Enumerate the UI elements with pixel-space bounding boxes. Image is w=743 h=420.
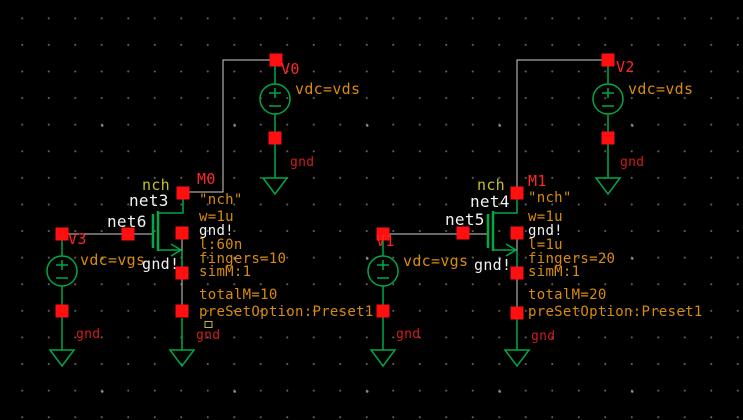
pin-gnd-m0[interactable] xyxy=(175,304,189,318)
net-label-net5[interactable]: net5 xyxy=(445,210,485,229)
instance-label-m1[interactable]: M1 xyxy=(528,172,547,190)
ground-triangle-icon xyxy=(503,349,531,368)
param-preset-m0[interactable]: preSetOption:Preset1 xyxy=(199,304,374,320)
pin-v3-plus[interactable] xyxy=(55,227,69,241)
param-l-m0[interactable]: l:60n xyxy=(199,237,243,253)
vsource-v2-symbol[interactable] xyxy=(592,66,624,132)
param-simm-m1[interactable]: simM:1 xyxy=(528,264,581,280)
plus-icon xyxy=(269,88,281,98)
pin-v3-minus[interactable] xyxy=(55,304,69,318)
model-label-m1[interactable]: nch xyxy=(477,176,505,194)
model-quoted-m1[interactable]: "nch" xyxy=(528,190,572,206)
ground-triangle-icon xyxy=(261,177,289,196)
ground-triangle-icon xyxy=(594,177,622,196)
gnd-label-v1[interactable]: gnd xyxy=(396,327,421,342)
pin-v1-minus[interactable] xyxy=(376,304,390,318)
vsource-v1-symbol[interactable] xyxy=(367,240,399,305)
instance-label-v3[interactable]: V3 xyxy=(68,230,87,248)
ground-symbol-v2[interactable] xyxy=(594,144,622,196)
pin-m0-gate[interactable] xyxy=(121,227,135,241)
net-label-net6[interactable]: net6 xyxy=(107,212,147,231)
pin-m0-bulk[interactable] xyxy=(175,226,189,240)
wire-v0-to-m0-drain[interactable] xyxy=(189,59,276,193)
ground-triangle-icon xyxy=(168,349,196,368)
net-label-net4[interactable]: net4 xyxy=(470,192,510,211)
pin-gnd-m1[interactable] xyxy=(510,306,524,320)
param-simm-m0[interactable]: simM:1 xyxy=(199,264,252,280)
plus-icon xyxy=(56,260,68,270)
pin-m0-drain[interactable] xyxy=(176,186,190,200)
gnd-label-m1[interactable]: gnd xyxy=(531,329,556,344)
origin-marker xyxy=(204,321,213,328)
pin-v0-minus[interactable] xyxy=(268,131,282,145)
pin-v1-plus[interactable] xyxy=(376,227,390,241)
vsource-v0-symbol[interactable] xyxy=(259,66,291,132)
ground-symbol-v3[interactable] xyxy=(48,317,76,368)
param-l-m1[interactable]: l=1u xyxy=(528,237,563,253)
ground-symbol-v0[interactable] xyxy=(261,144,289,196)
ground-symbol-m0[interactable] xyxy=(168,318,196,368)
nmos-m1-symbol[interactable] xyxy=(486,199,518,266)
pin-v2-minus[interactable] xyxy=(601,131,615,145)
pins xyxy=(55,53,615,320)
plus-icon xyxy=(377,260,389,270)
net-label-net3[interactable]: net3 xyxy=(129,191,169,210)
instance-label-v0[interactable]: V0 xyxy=(281,60,300,78)
param-label-v3[interactable]: vdc=vgs xyxy=(80,251,146,269)
param-totalm-m1[interactable]: totalM=20 xyxy=(528,287,607,303)
nmos-m0-symbol[interactable] xyxy=(151,199,184,266)
param-w-m1[interactable]: w=1u xyxy=(528,209,563,225)
pin-m0-source[interactable] xyxy=(175,266,189,280)
model-label-m0[interactable]: nch xyxy=(142,176,170,194)
source-net-label-m1[interactable]: gnd! xyxy=(474,256,512,274)
pin-v0-plus[interactable] xyxy=(269,53,283,67)
model-quoted-m0[interactable]: "nch" xyxy=(199,192,243,208)
pin-m1-gate[interactable] xyxy=(456,226,470,240)
source-net-label-m0[interactable]: gnd! xyxy=(142,255,180,273)
bulk-net-label-m0[interactable]: gnd! xyxy=(199,223,234,239)
gnd-label-v3[interactable]: gnd xyxy=(76,327,101,342)
param-fingers-m0[interactable]: fingers=10 xyxy=(199,251,287,267)
ground-symbol-v1[interactable] xyxy=(369,317,397,368)
ground-symbol-m1[interactable] xyxy=(503,319,531,368)
gnd-label-v0[interactable]: gnd xyxy=(290,155,315,170)
source-arrow-icon xyxy=(505,243,518,257)
source-arrow-icon xyxy=(170,243,183,257)
param-preset-m1[interactable]: preSetOption:Preset1 xyxy=(528,304,703,320)
plus-icon xyxy=(602,88,614,98)
param-label-v0[interactable]: vdc=vds xyxy=(295,80,361,98)
instance-label-v1[interactable]: V1 xyxy=(376,232,395,250)
gnd-label-m0[interactable]: gnd xyxy=(196,328,221,343)
pin-m1-bulk[interactable] xyxy=(510,226,524,240)
param-fingers-m1[interactable]: fingers=20 xyxy=(528,251,616,267)
param-w-m0[interactable]: w=1u xyxy=(199,209,234,225)
instance-label-v2[interactable]: V2 xyxy=(616,58,635,76)
wire-v2-to-m1-drain[interactable] xyxy=(516,59,608,187)
pin-m1-drain[interactable] xyxy=(510,186,524,200)
gnd-label-v2[interactable]: gnd xyxy=(620,155,645,170)
param-totalm-m0[interactable]: totalM=10 xyxy=(199,287,278,303)
instance-label-m0[interactable]: M0 xyxy=(197,170,216,188)
param-label-v1[interactable]: vdc=vgs xyxy=(403,252,469,270)
pin-v2-plus[interactable] xyxy=(601,53,615,67)
pin-m1-source[interactable] xyxy=(510,266,524,280)
vsource-v3-symbol[interactable] xyxy=(46,240,78,305)
param-label-v2[interactable]: vdc=vds xyxy=(628,80,694,98)
ground-triangle-icon xyxy=(369,349,397,368)
bulk-net-label-m1[interactable]: gnd! xyxy=(528,223,563,239)
ground-triangle-icon xyxy=(48,349,76,368)
